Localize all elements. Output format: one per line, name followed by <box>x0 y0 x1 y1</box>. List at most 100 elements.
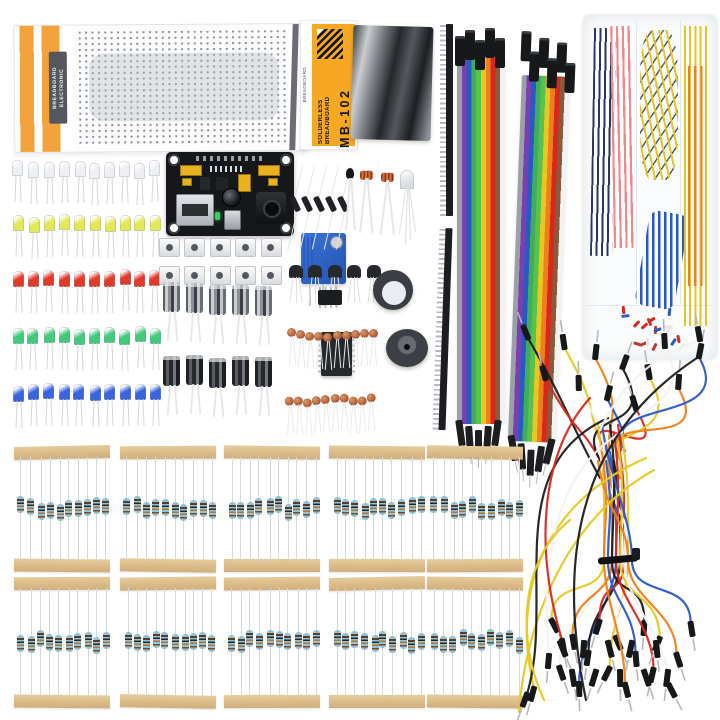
rect <box>592 618 603 635</box>
resistor-bundle <box>426 576 524 709</box>
rect <box>616 668 624 688</box>
led-green <box>119 328 131 375</box>
led-row-red <box>12 269 174 315</box>
ceramic-disc <box>296 329 306 339</box>
header-pins <box>440 25 446 217</box>
rect <box>678 360 681 373</box>
resistor-body <box>441 496 449 514</box>
resistor-body <box>361 633 369 651</box>
resistor-lead <box>83 457 91 561</box>
voltage-jumper <box>238 174 251 192</box>
box-divider <box>680 20 681 304</box>
resistor-body <box>407 637 415 655</box>
power-pins <box>268 178 278 186</box>
led-red <box>119 269 131 315</box>
capacitor-body <box>255 285 272 316</box>
ribbon-female-connector <box>495 38 505 68</box>
transistor-body <box>327 265 342 278</box>
led-cap <box>89 215 101 232</box>
resistor-lead <box>450 457 458 561</box>
led-white <box>59 160 71 207</box>
resistor-lead <box>143 588 151 697</box>
thermistor-bead <box>346 168 354 179</box>
resistor-lead <box>439 588 447 697</box>
rect <box>673 651 684 668</box>
led-cap <box>149 160 161 177</box>
led-cap <box>104 326 116 343</box>
resistor-lead <box>228 457 236 561</box>
resistor-body <box>389 636 397 654</box>
rect <box>626 639 636 658</box>
resistor-lead <box>56 457 64 561</box>
ribbon-female-connector <box>455 36 465 66</box>
resistor-lead <box>361 588 369 697</box>
ceramic-capacitor <box>332 330 343 373</box>
transistor-leg <box>295 277 297 303</box>
jumper-connector-tip <box>516 311 532 341</box>
rect <box>687 620 696 638</box>
led-cap <box>27 162 39 179</box>
resistor-lead <box>361 457 369 561</box>
resistor-body <box>431 632 438 650</box>
jumper-connector-tip <box>604 371 615 402</box>
led-red <box>58 271 70 317</box>
power-led <box>215 212 220 220</box>
led-cap <box>135 326 147 343</box>
resistor-body <box>102 497 110 515</box>
led-cap <box>12 160 23 176</box>
resistor-bundle <box>223 445 321 573</box>
dc-barrel-jack <box>256 192 286 224</box>
resistor-body <box>83 498 91 516</box>
rect <box>596 682 604 694</box>
push-button <box>159 238 180 257</box>
led-cap <box>119 269 131 286</box>
push-button <box>184 238 206 257</box>
rect <box>559 320 564 333</box>
resistor-lead <box>303 457 311 561</box>
resistor-body <box>180 503 188 521</box>
box-divider <box>636 20 637 304</box>
led-blue <box>104 384 116 430</box>
electrolytic-capacitor <box>209 285 229 349</box>
jumper-connector-tip <box>663 668 672 701</box>
resistor-lead <box>134 457 141 561</box>
led-cap <box>88 270 100 287</box>
resistor-body <box>342 633 350 651</box>
resistor-lead <box>506 457 513 561</box>
led-cap <box>119 384 131 401</box>
resistor-lead <box>497 457 505 561</box>
header-pin-row <box>210 166 244 172</box>
electrolytic-capacitor <box>232 356 252 420</box>
resistor-lead <box>418 457 425 561</box>
resistor-body <box>294 631 302 649</box>
jumper-connector-tip <box>694 312 704 343</box>
resistor-bundle <box>13 576 111 709</box>
capacitor-body <box>232 284 249 315</box>
led-blue <box>135 384 147 430</box>
resistor-body <box>303 500 311 518</box>
resistor-body <box>37 502 45 520</box>
resistor-lead <box>449 588 457 697</box>
jumper-wire <box>573 354 702 702</box>
resistor-body <box>417 632 425 650</box>
jumper-connector-tip <box>544 652 553 683</box>
jumper-connector-tip <box>537 351 549 382</box>
electrolytic-capacitor <box>186 355 206 419</box>
rainbow-ribbon-cable-1 <box>455 14 507 476</box>
resistor-lead <box>398 457 405 561</box>
transistor-body <box>366 265 381 278</box>
ribbon-female-connector <box>475 40 485 70</box>
header-plastic-bar <box>446 24 453 216</box>
resistor-lead <box>152 457 160 561</box>
electrolytic-capacitor <box>255 285 275 350</box>
jumper-connector-tip <box>624 639 636 672</box>
led-cap <box>104 384 116 400</box>
rect <box>663 688 667 701</box>
ceramic-disc <box>314 331 324 341</box>
push-button <box>260 266 282 285</box>
ceramic-disc <box>341 330 351 340</box>
resistor-lead <box>293 457 301 561</box>
resistor-body <box>351 499 359 517</box>
led-cap <box>59 384 71 401</box>
